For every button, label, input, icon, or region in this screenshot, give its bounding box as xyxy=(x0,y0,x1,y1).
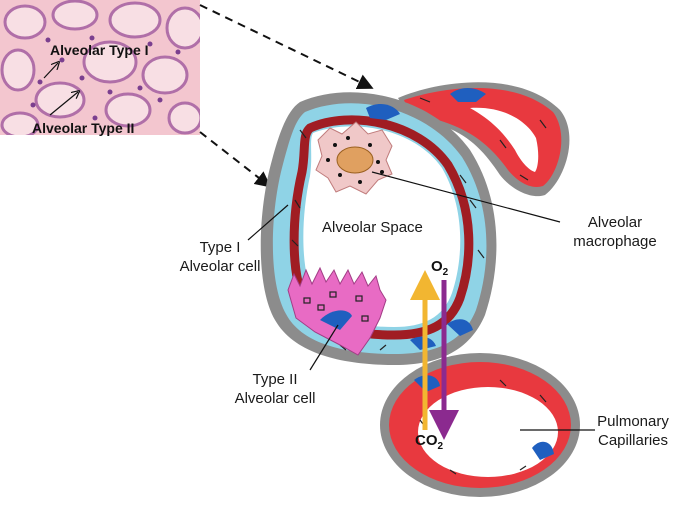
leader-type1 xyxy=(247,204,289,241)
leader-type2 xyxy=(309,324,339,371)
co2-base: CO xyxy=(415,432,438,449)
capillary-top-right xyxy=(398,82,570,197)
capillary-bottom xyxy=(380,353,580,497)
co2-subscript: 2 xyxy=(437,441,444,452)
zoom-line-bottom xyxy=(199,131,272,188)
capillary-ring xyxy=(289,115,474,340)
label-o2: O2 xyxy=(431,258,448,278)
label-type1-line2: Alveolar cell xyxy=(179,258,261,275)
leader-macrophage xyxy=(371,171,561,223)
label-capillaries-line2: Capillaries xyxy=(597,432,669,449)
micrograph-inset xyxy=(0,0,200,135)
label-type2-line2: Alveolar cell xyxy=(234,390,316,407)
label-capillaries-line1: Pulmonary xyxy=(597,413,669,430)
type2-cell xyxy=(287,266,387,356)
label-capillaries: Pulmonary Capillaries xyxy=(583,412,683,450)
zoom-line-top xyxy=(199,4,374,89)
o2-subscript: 2 xyxy=(442,267,449,278)
label-type2: Type II Alveolar cell xyxy=(215,370,335,408)
label-type2-line1: Type II xyxy=(252,371,298,388)
label-macrophage-line2: macrophage xyxy=(573,233,657,250)
o2-base: O xyxy=(431,258,443,275)
micrograph-label-type1: Alveolar Type I xyxy=(50,42,149,58)
alveolar-macrophage xyxy=(315,121,393,195)
label-type1-line1: Type I xyxy=(199,239,241,256)
micrograph-label-type2: Alveolar Type II xyxy=(32,120,135,136)
label-macrophage: Alveolar macrophage xyxy=(555,213,675,251)
label-type1: Type I Alveolar cell xyxy=(160,238,280,276)
label-co2: CO2 xyxy=(415,432,443,452)
label-macrophage-line1: Alveolar xyxy=(587,214,643,231)
label-alveolar-space: Alveolar Space xyxy=(322,219,423,236)
